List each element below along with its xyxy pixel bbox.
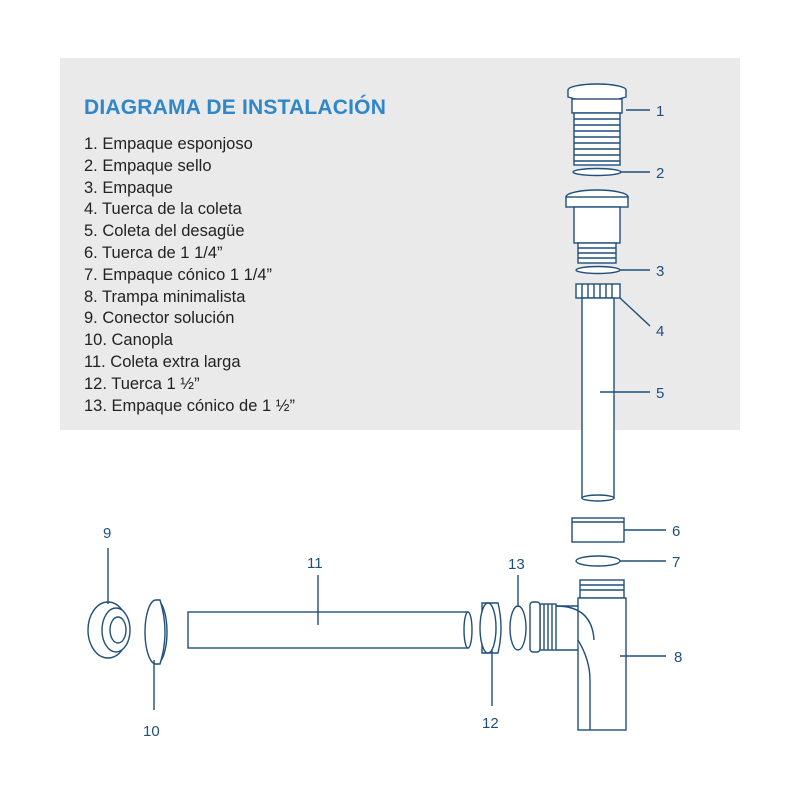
part-6-nut xyxy=(571,517,625,543)
parts-list-item: 7. Empaque cónico 1 1/4” xyxy=(84,265,273,284)
parts-list-item: 5. Coleta del desagüe xyxy=(84,222,245,241)
callout-12: 12 xyxy=(482,715,499,732)
part-12-nut xyxy=(479,602,502,654)
callout-9: 9 xyxy=(103,525,111,542)
parts-list-item: 4. Tuerca de la coleta xyxy=(84,200,242,219)
part-9-connector xyxy=(87,601,131,659)
parts-list-item: 8. Trampa minimalista xyxy=(84,287,246,306)
callout-2: 2 xyxy=(656,165,664,182)
parts-list-item: 9. Conector solución xyxy=(84,309,235,328)
parts-list: 1. Empaque esponjoso 2. Empaque sello 3.… xyxy=(84,134,295,417)
parts-list-item: 10. Canopla xyxy=(84,331,173,350)
parts-list-item: 13. Empaque cónico de 1 ½” xyxy=(84,396,295,415)
parts-list-item: 12. Tuerca 1 ½” xyxy=(84,374,200,393)
diagram-title: DIAGRAMA DE INSTALACIÓN xyxy=(84,96,387,119)
part-4-tailpiece-nut xyxy=(575,283,621,299)
callout-11: 11 xyxy=(307,555,323,572)
parts-list-item: 1. Empaque esponjoso xyxy=(84,135,253,153)
part-2-seal-gasket xyxy=(572,167,622,177)
callout-4: 4 xyxy=(656,323,664,340)
callout-8: 8 xyxy=(674,649,682,666)
part-11-extra-long-tailpiece xyxy=(187,611,473,649)
part-1-stopper xyxy=(567,83,627,166)
callout-numbers: 1 2 3 4 5 6 7 8 9 10 11 12 13 xyxy=(103,103,682,740)
part-13-conical-gasket xyxy=(509,605,527,651)
callout-1: 1 xyxy=(656,103,664,120)
callout-10: 10 xyxy=(143,723,160,740)
part-7-conical-gasket xyxy=(575,555,621,567)
part-10-escutcheon xyxy=(144,599,168,665)
part-3-gasket xyxy=(575,265,621,275)
callout-3: 3 xyxy=(656,263,664,280)
callout-lines xyxy=(107,109,666,710)
parts-list-item: 3. Empaque xyxy=(84,178,173,197)
drain-body xyxy=(565,189,629,264)
legend-panel xyxy=(60,58,740,430)
callout-5: 5 xyxy=(656,385,664,402)
parts-list-item: 2. Empaque sello xyxy=(84,156,212,175)
parts-list-item: 11. Coleta extra larga xyxy=(84,352,241,371)
part-5-drain-tailpiece xyxy=(581,297,615,502)
part-8-trap xyxy=(529,579,627,731)
callout-6: 6 xyxy=(672,523,680,540)
parts-list-item: 6. Tuerca de 1 1/4” xyxy=(84,243,223,262)
callout-13: 13 xyxy=(508,556,525,573)
callout-7: 7 xyxy=(672,554,680,571)
